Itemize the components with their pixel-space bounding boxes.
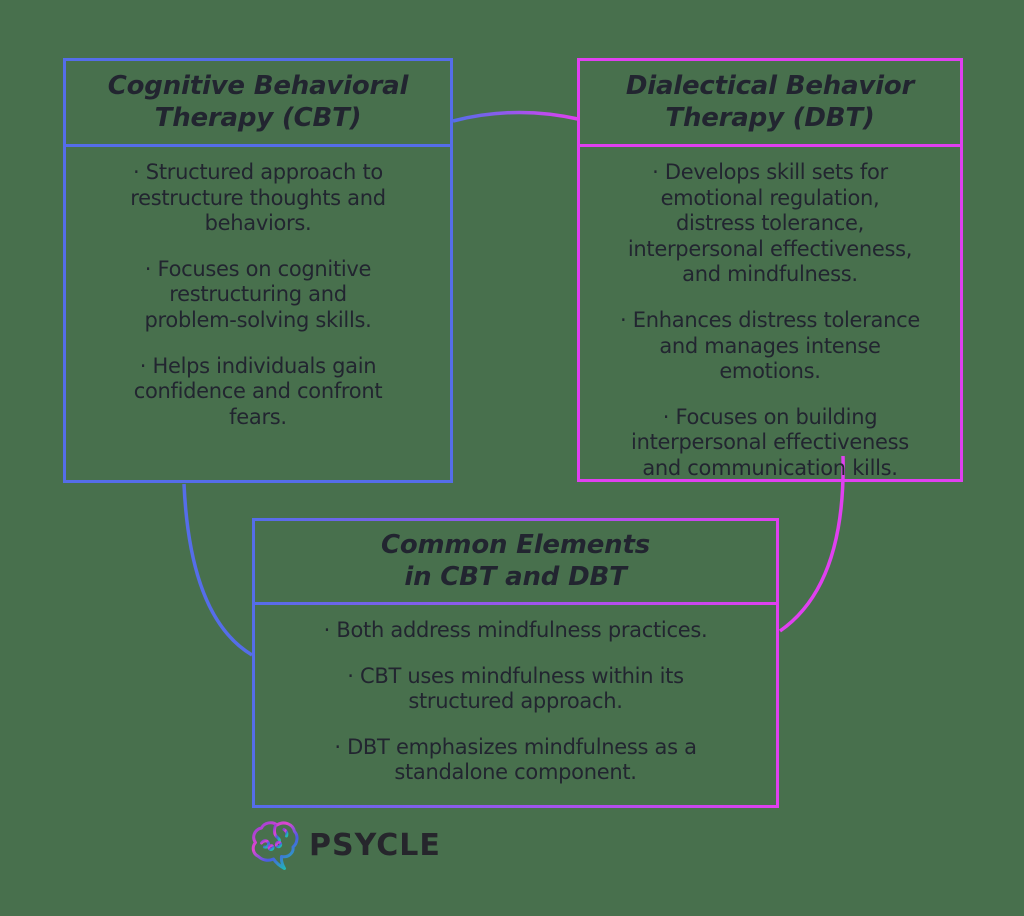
psycle-logo: PSYCLE (248, 818, 441, 872)
dbt-bullet-2: · Enhances distress tolerance and manage… (620, 308, 920, 384)
dbt-bullet-3: · Focuses on building interpersonal effe… (631, 404, 909, 481)
cbt-box-title: Cognitive Behavioral Therapy (CBT) (66, 61, 450, 147)
common-elements-box: Common Elements in CBT and DBT · Both ad… (252, 518, 779, 808)
cbt-box: Cognitive Behavioral Therapy (CBT) · Str… (63, 58, 453, 483)
connector-cbt-dbt (452, 110, 579, 123)
dbt-box-title: Dialectical Behavior Therapy (DBT) (580, 61, 960, 147)
common-bullet-2: · CBT uses mindfulness within its struct… (347, 663, 684, 714)
common-box-body: · Both address mindfulness practices. · … (255, 605, 776, 799)
brand-name: PSYCLE (309, 827, 441, 863)
common-box-title: Common Elements in CBT and DBT (255, 521, 776, 605)
cbt-bullet-3: · Helps individuals gain confidence and … (133, 353, 383, 429)
brain-icon (251, 821, 299, 870)
cbt-box-body: · Structured approach to restructure tho… (66, 147, 450, 443)
cbt-bullet-2: · Focuses on cognitive restructuring and… (144, 256, 372, 333)
connector-cbt-common (182, 483, 253, 657)
dbt-bullet-1: · Develops skill sets for emotional regu… (627, 160, 913, 287)
common-bullet-3: · DBT emphasizes mindfulness as a standa… (334, 734, 697, 785)
dbt-box-body: · Develops skill sets for emotional regu… (580, 147, 960, 495)
cbt-bullet-1: · Structured approach to restructure tho… (130, 160, 386, 236)
dbt-box: Dialectical Behavior Therapy (DBT) · Dev… (577, 58, 963, 482)
common-bullet-1: · Both address mindfulness practices. (323, 618, 708, 642)
